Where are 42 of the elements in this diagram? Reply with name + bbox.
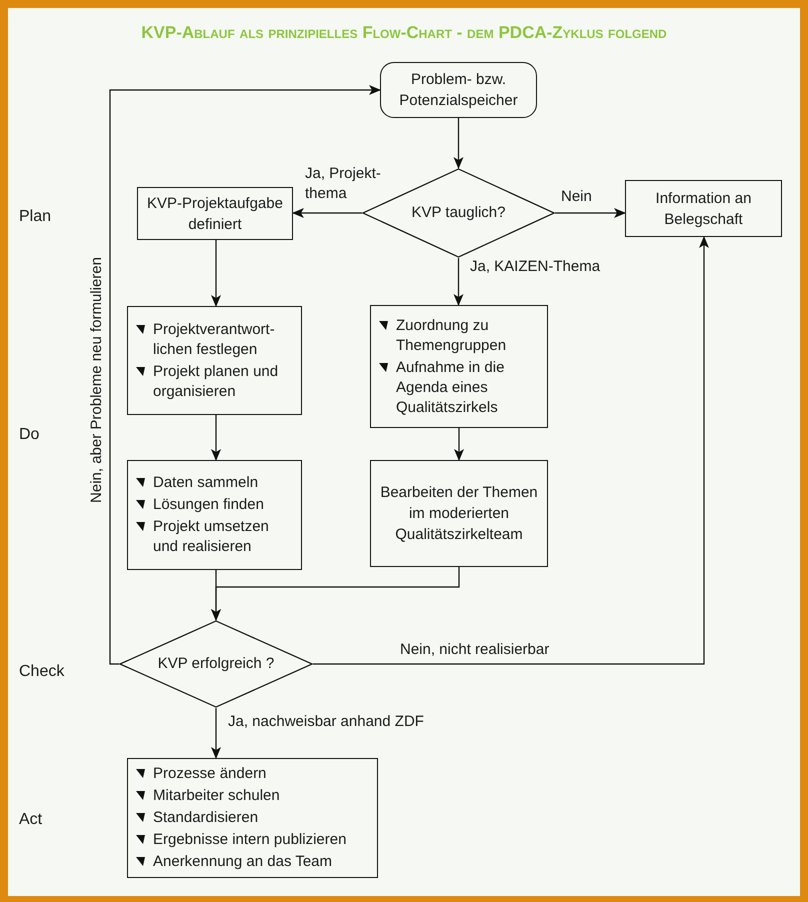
task-text: Mitarbeiter schulen xyxy=(153,786,280,806)
phase-label: Do xyxy=(19,425,40,445)
process-text: KVP-Projektaufgabe definiert xyxy=(146,194,284,234)
arrow xyxy=(454,428,464,461)
task-text: Ergebnisse intern publizieren xyxy=(153,830,346,850)
task-text: Anerkennung an das Team xyxy=(153,852,332,872)
arrow xyxy=(292,208,362,218)
process-box xyxy=(137,187,293,240)
decision-text: KVP erfolgreich ? xyxy=(158,654,274,674)
task-list-box xyxy=(127,306,302,415)
task-list-box xyxy=(127,758,378,878)
task-text: Lösungen finden xyxy=(153,495,264,515)
arrow xyxy=(211,240,221,307)
arrow xyxy=(211,567,460,621)
task-text: Projekt umsetzen und realisieren xyxy=(153,517,270,557)
arrow xyxy=(211,708,221,759)
process-box xyxy=(625,180,782,237)
start-box xyxy=(380,62,537,118)
task-text: Projektverantwort-lichen festlegen xyxy=(153,320,276,360)
task-text: Daten sammeln xyxy=(153,473,258,493)
phase-label: Check xyxy=(19,662,64,682)
arrow xyxy=(313,236,709,665)
task-list-box xyxy=(127,460,302,570)
process-text: Information an Belegschaft xyxy=(654,188,752,230)
arrow xyxy=(109,85,381,665)
phase-label: Plan xyxy=(19,207,52,227)
task-text: Prozesse ändern xyxy=(153,764,266,784)
process-text: Bearbeiten der Themen im moderierten Qualitätszirkelteam xyxy=(379,483,539,545)
process-box xyxy=(370,460,548,567)
process-text: Problem- bzw. Potenzialspeicher xyxy=(398,70,519,111)
task-text: Standardisieren xyxy=(153,808,258,828)
task-list-box xyxy=(370,305,548,428)
arrow xyxy=(454,118,464,169)
arrow xyxy=(454,258,464,306)
title: KVP-Ablauf als prinzipielles Flow-Chart - dem PDCA-Zyklus folgend xyxy=(140,22,668,44)
task-text: Projekt planen und organisieren xyxy=(153,362,280,402)
task-text: Aufnahme in die Agenda eines Qualitätszirkels xyxy=(396,358,506,418)
task-text: Zuordnung zu Themengruppen xyxy=(396,316,508,356)
phase-label: Act xyxy=(19,810,42,830)
arrow xyxy=(555,208,626,218)
arrow xyxy=(211,415,221,461)
decision-text: KVP tauglich? xyxy=(412,202,506,223)
